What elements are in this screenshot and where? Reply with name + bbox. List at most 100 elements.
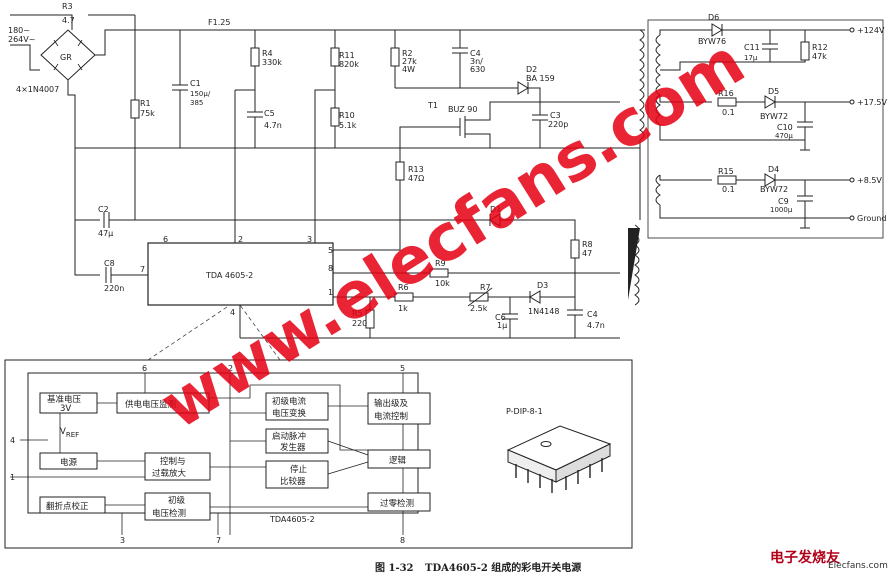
ic-tda4605 [147,242,334,306]
r7-value: 2.5k [470,304,488,313]
r13-label: R13 [408,165,424,174]
ic-pin-6: 6 [163,235,168,244]
d6-label: D6 [708,13,719,22]
r11-label: R11 [339,51,355,60]
r8-label: R8 [582,240,593,249]
ic-name: TDA 4605-2 [205,271,253,280]
r11-value: 820k [339,60,359,69]
r9-label: R9 [435,259,446,268]
block-power: 电源 [60,457,78,468]
package-name: P-DIP-8-1 [506,407,543,416]
r10-label: R10 [339,111,355,120]
block-ref-voltage-2: 3V [60,404,71,414]
c4-value: 4.7n [587,321,605,330]
block-startup-2: 发生器 [280,442,306,453]
block-pin-2: 2 [228,364,233,373]
c4-top-label: C4 [470,49,481,58]
d3-value: 1N4148 [528,307,559,316]
r1-label: R1 [140,99,151,108]
block-pin-5: 5 [400,364,405,373]
block-logic: 逻辑 [389,455,407,466]
bridge-label: GR [60,53,72,62]
input-voltage-bottom: 264V~ [8,35,35,44]
r4-label: R4 [262,49,273,58]
block-pin-1: 1 [10,473,15,482]
c3-label: C3 [550,111,561,120]
r16-label: R16 [718,89,734,98]
block-pin-8: 8 [400,536,405,545]
c1-value-1: 150μ/ [190,90,211,98]
block-labels: 基准电压 3V 供电电压监测 VREF 电源 控制与 过载放大 翻折点校正 初级… [10,364,543,545]
block-control-2: 过载放大 [152,468,187,479]
r8-value: 47 [582,249,592,258]
block-output-2: 电流控制 [374,411,408,422]
c10-value: 470μ [775,132,793,140]
r2-value-2: 4W [402,65,415,74]
block-zero-detect: 过零检测 [380,498,414,509]
r5-value: 220 [352,319,367,328]
dip8-package-illustration [506,425,612,493]
ic-pin-8: 8 [328,264,333,273]
c2-label: C2 [98,205,109,214]
r16-value: 0.1 [722,108,735,117]
block-stop-2: 比较器 [280,476,306,487]
block-pin-4: 4 [10,436,15,445]
block-pin-3: 3 [120,536,125,545]
c5-value: 4.7n [264,121,282,130]
d1-label: D1 [490,205,501,214]
r5-label: R5 [352,309,363,318]
f1-label: F1.25 [208,18,230,27]
block-primary-i-2: 电压变换 [272,408,307,419]
ic-pin-5: 5 [328,246,333,255]
c5-label: C5 [264,109,275,118]
block-pin-7: 7 [216,536,221,545]
block-primary-i-1: 初级电流 [272,396,307,407]
d4-value: BYW72 [760,185,788,194]
ic-pin-1: 1 [328,288,333,297]
block-fold-correction: 翻折点校正 [46,501,89,512]
c6-value: 1μ [497,321,507,330]
r15-value: 0.1 [722,185,735,194]
block-ref-voltage-1: 基准电压 [47,394,82,405]
output-8-5v: +8.5V [857,176,882,185]
d6-value: BYW76 [698,37,726,46]
block-vref: VREF [60,427,79,439]
block-diagram [4,304,633,549]
d2-value: BA 159 [526,74,555,83]
ic-pin-7: 7 [140,265,145,274]
block-startup-1: 启动脉冲 [272,431,306,442]
bridge-diodes: 4×1N4007 [16,85,59,94]
c4-top-value-2: 630 [470,65,485,74]
d4-label: D4 [768,165,779,174]
ic-pin-3: 3 [307,235,312,244]
c9-value: 1000μ [770,206,793,214]
block-control-1: 控制与 [160,456,186,467]
c6-label: C6 [495,313,506,322]
t1-label: T1 [427,101,438,110]
r9-value: 10k [435,279,450,288]
c10-label: C10 [777,123,793,132]
logo-cn: 电子发烧友 [770,549,840,566]
r12-label: R12 [812,43,828,52]
block-stop-1: 停止 [290,464,308,475]
c11-label: C11 [744,43,760,52]
r15-label: R15 [718,167,734,176]
secondary-wiring [647,19,884,239]
output-17-5v: +17.5V [857,98,888,107]
output-124v: +124V [857,26,885,35]
logo-en: Elecfans.com [828,561,888,571]
ic-pin-2: 2 [238,235,243,244]
c1-label: C1 [190,79,201,88]
r1-value: 75k [140,109,155,118]
c8-value: 220n [104,284,124,293]
c11-value: 17μ [744,54,758,62]
schematic-wiring [10,14,645,339]
t1-value: BUZ 90 [448,105,477,114]
r6-value: 1k [398,304,408,313]
r12-value: 47k [812,52,827,61]
r2-label: R2 [402,49,413,58]
c2-value: 47μ [98,229,113,238]
secondary-labels: D6 BYW76 C11 17μ R12 47k R16 0.1 D5 BYW7… [698,13,888,223]
d2-label: D2 [526,65,537,74]
site-logo: 电子发烧友 Elecfans.com [770,549,888,571]
